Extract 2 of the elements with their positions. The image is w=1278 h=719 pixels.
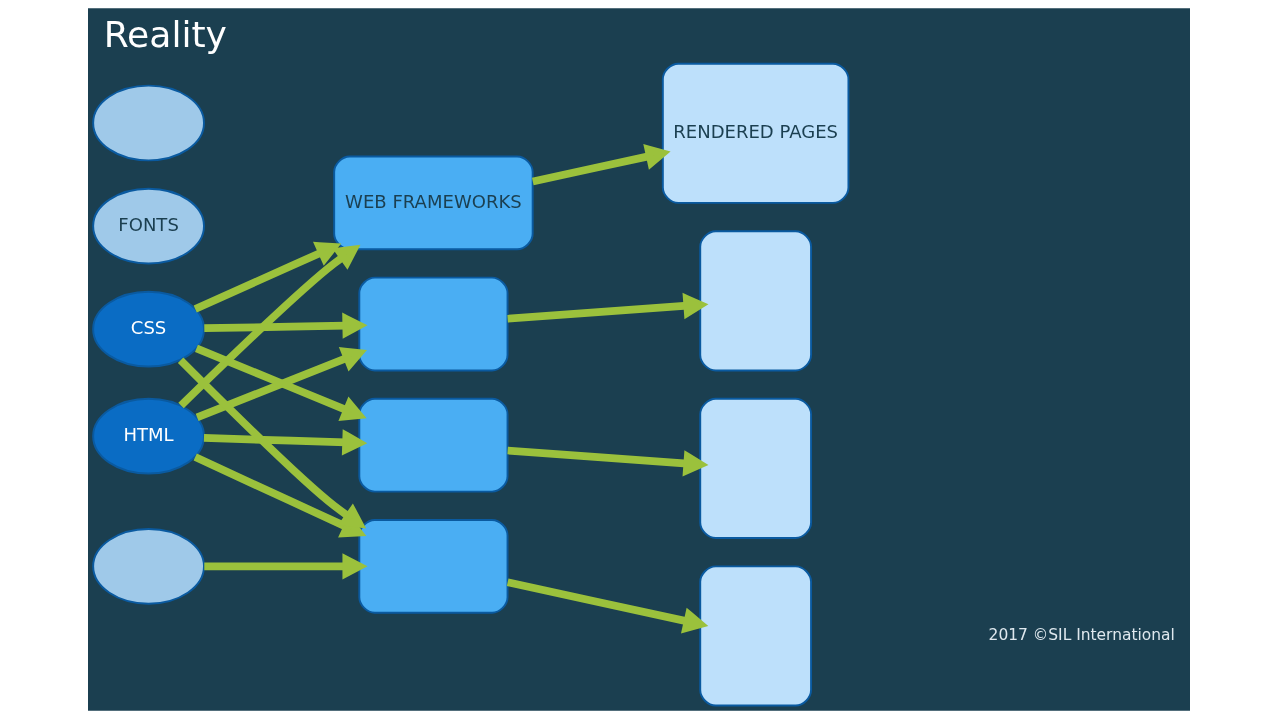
label: 2017 ©SIL International [988,625,1175,644]
diagram-title: Reality [103,14,227,57]
